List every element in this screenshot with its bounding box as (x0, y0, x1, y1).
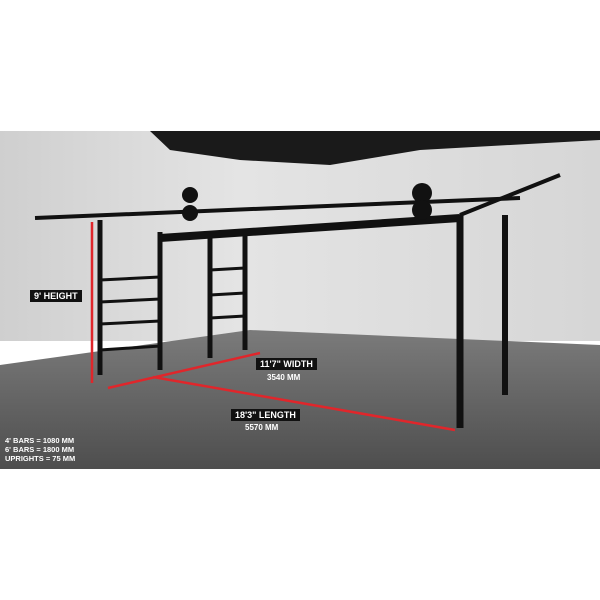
length-label: 18'3" LENGTH (231, 409, 300, 421)
rig-frame (34, 173, 561, 428)
width-label: 11'7" WIDTH (256, 358, 317, 370)
length-mm: 5570 MM (245, 423, 279, 432)
ceiling-beams (150, 131, 600, 165)
floor (0, 330, 600, 469)
height-label: 9' HEIGHT (30, 290, 82, 302)
bar-specs: 4' BARS = 1080 MM 6' BARS = 1800 MM UPRI… (5, 436, 75, 463)
spec-line: 4' BARS = 1080 MM (5, 436, 75, 445)
spec-line: 6' BARS = 1800 MM (5, 445, 75, 454)
measure-lines (90, 222, 456, 432)
width-mm: 3540 MM (267, 373, 301, 382)
spec-line: UPRIGHTS = 75 MM (5, 454, 76, 463)
rig-render (0, 131, 600, 469)
